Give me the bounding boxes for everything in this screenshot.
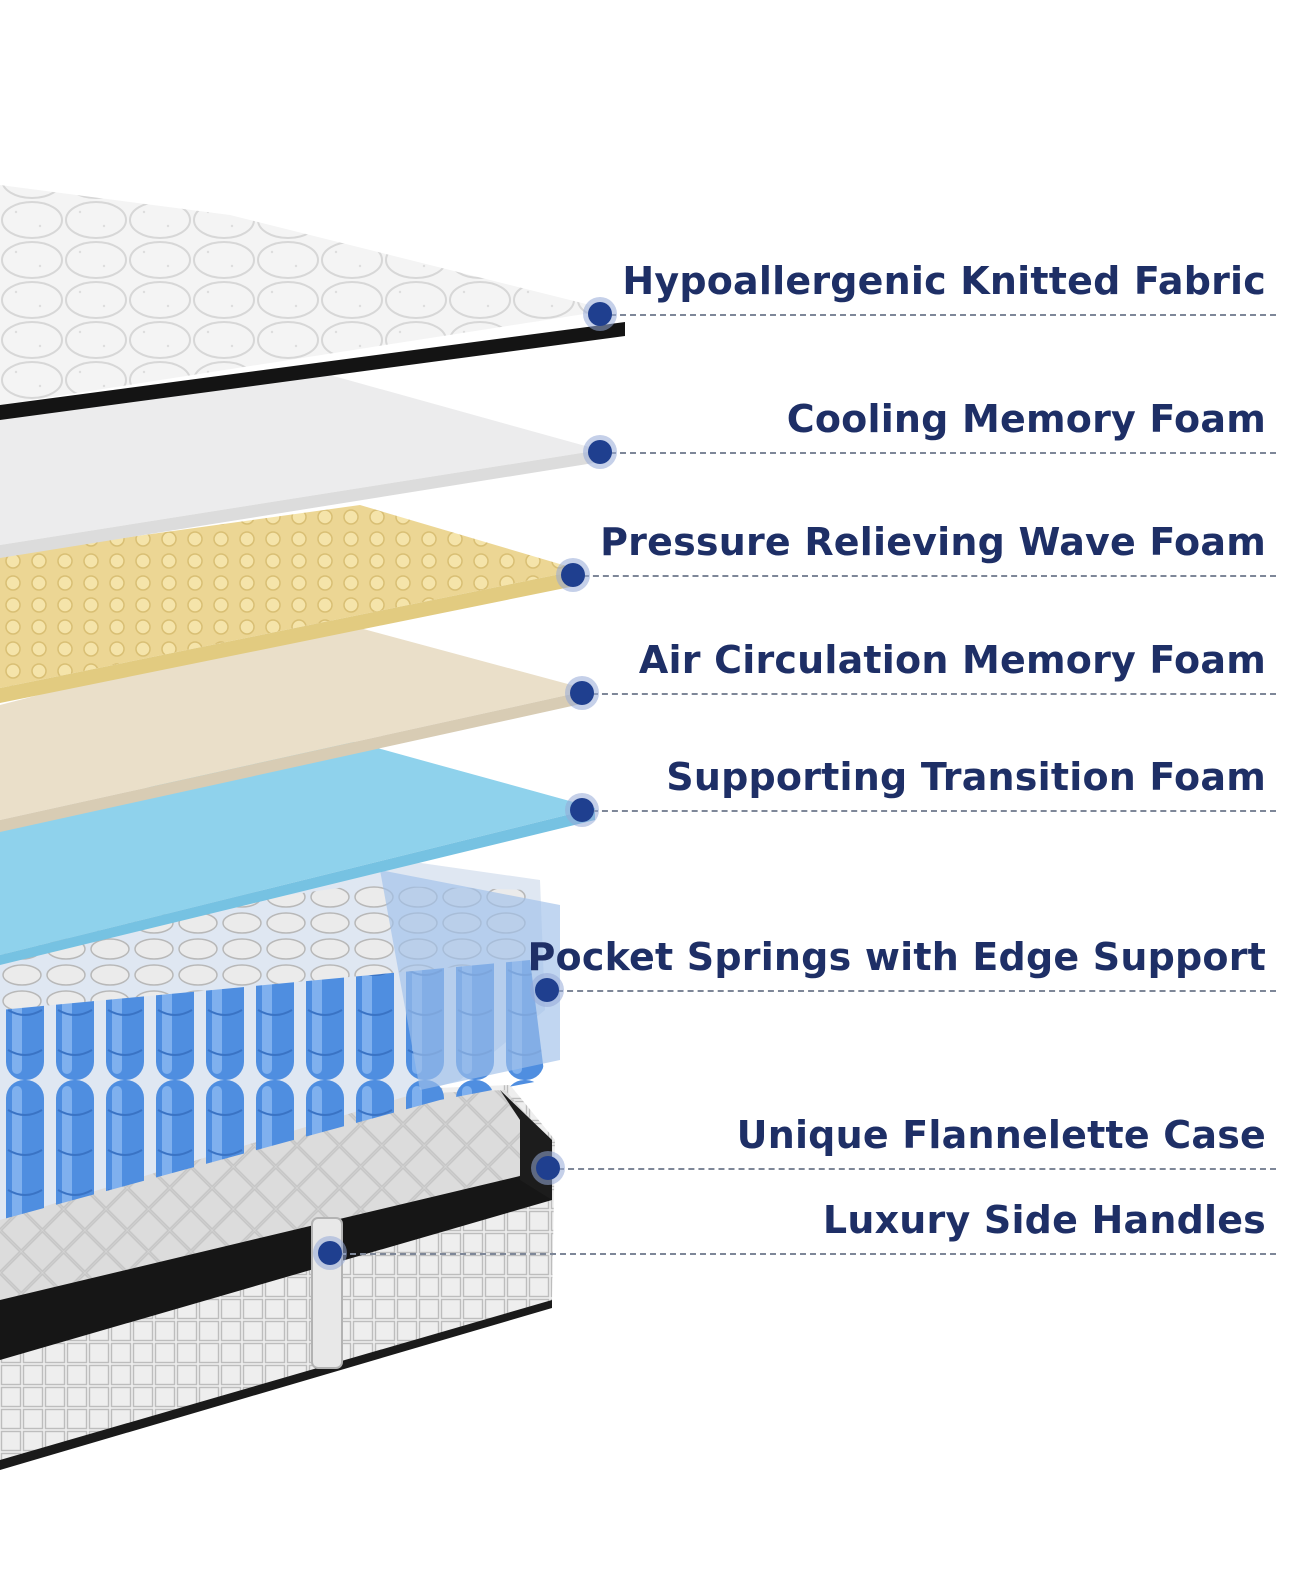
leader-line (573, 575, 1276, 577)
wave-foam-layer (0, 505, 580, 703)
layer-label-flannelette-case: Unique Flannelette Case (736, 1113, 1266, 1157)
layer-label-wave-foam: Pressure Relieving Wave Foam (600, 520, 1266, 564)
pocket-springs (0, 860, 560, 1220)
layer-label-pocket-springs: Pocket Springs with Edge Support (527, 935, 1266, 979)
leader-line (600, 314, 1276, 316)
layer-label-cooling-foam: Cooling Memory Foam (786, 397, 1266, 441)
layer-label-transition-foam: Supporting Transition Foam (666, 755, 1266, 799)
leader-line (548, 1168, 1276, 1170)
layer-dot-icon (570, 798, 594, 822)
leader-line (582, 810, 1276, 812)
layer-label-air-foam: Air Circulation Memory Foam (638, 638, 1266, 682)
layer-dot-icon (561, 563, 585, 587)
layer-dot-icon (318, 1241, 342, 1265)
layer-label-knitted-fabric: Hypoallergenic Knitted Fabric (622, 259, 1266, 303)
leader-line (330, 1253, 1276, 1255)
layer-label-side-handles: Luxury Side Handles (822, 1198, 1266, 1242)
layer-dot-icon (588, 302, 612, 326)
leader-line (582, 693, 1276, 695)
layer-dot-icon (570, 681, 594, 705)
layer-dot-icon (535, 978, 559, 1002)
layer-dot-icon (588, 440, 612, 464)
leader-line (600, 452, 1276, 454)
leader-line (547, 990, 1276, 992)
cooling-foam-layer (0, 375, 600, 558)
knitted-fabric-layer (0, 185, 625, 420)
layer-dot-icon (536, 1156, 560, 1180)
